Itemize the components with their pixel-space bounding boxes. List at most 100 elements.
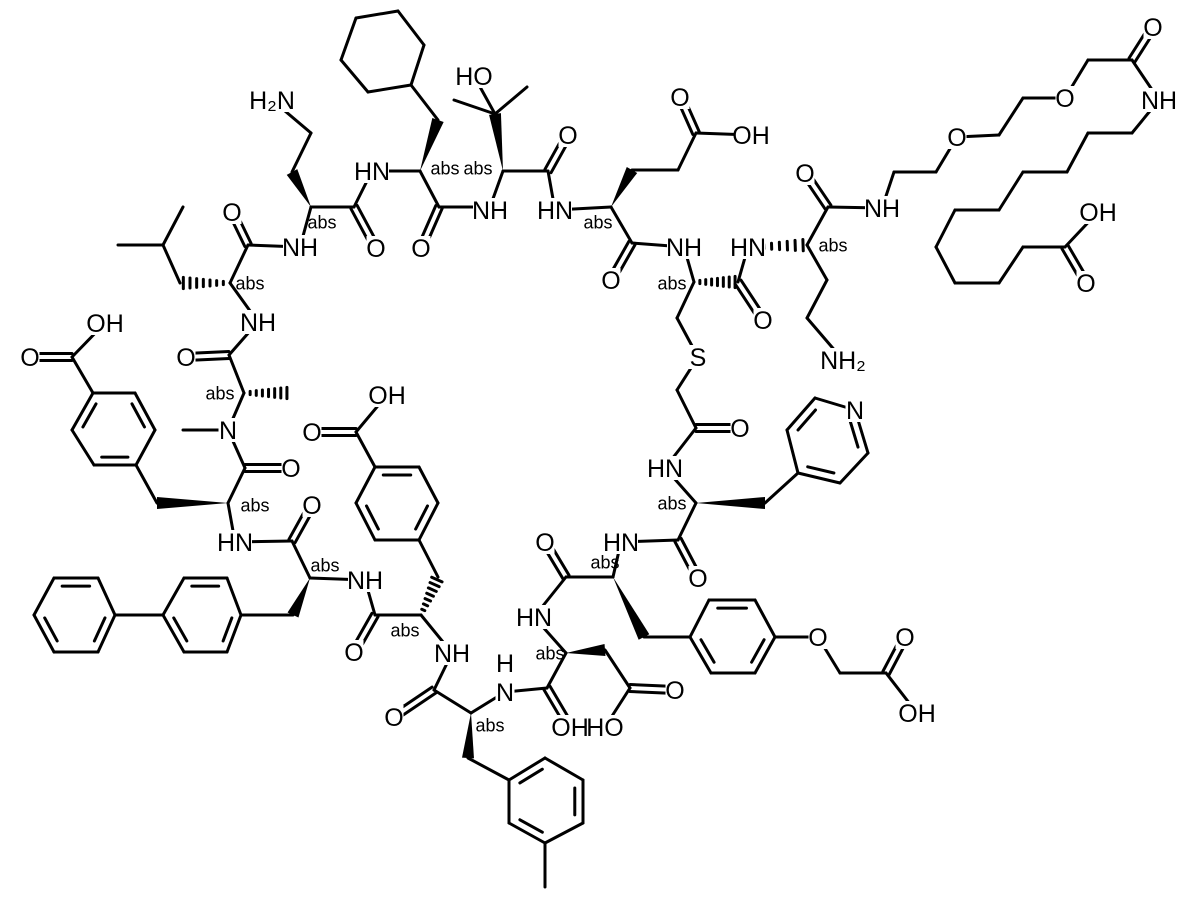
atom-label: HN — [603, 529, 639, 557]
atom-labels-layer: H₂NHNabsabsHONHOOabsONHabsNHOHOOabsNOHOO… — [20, 14, 1177, 742]
label-text: O — [384, 704, 403, 732]
label-text: OH — [1079, 199, 1117, 227]
single-bond — [411, 85, 438, 120]
atom-label: NH — [282, 234, 318, 262]
label-text: N — [219, 417, 237, 445]
label-text: HN — [217, 529, 253, 557]
label-text: NH — [434, 640, 470, 668]
label-text: NH — [282, 234, 318, 262]
label-text: O — [947, 124, 966, 152]
single-bond — [765, 473, 798, 503]
stereo-abs-label: abs — [205, 383, 234, 403]
single-bond — [999, 247, 1023, 283]
ring-bond — [419, 503, 438, 540]
single-bond — [1067, 133, 1088, 172]
ring-bond — [419, 467, 438, 503]
single-bond — [468, 758, 509, 780]
label-text: abs — [818, 235, 847, 255]
single-bond — [292, 133, 311, 172]
label-text: HN — [354, 158, 390, 186]
ring-bond — [72, 430, 94, 465]
hashed-bond — [422, 609, 425, 610]
wedge-bond — [696, 497, 765, 509]
atom-label: HO — [455, 63, 493, 91]
label-text: HN — [730, 234, 766, 262]
label-text: NH — [864, 195, 900, 223]
atom-label: O — [366, 235, 385, 263]
ring-bond — [509, 758, 545, 780]
ring-bond — [163, 615, 184, 652]
single-bond — [936, 210, 955, 247]
single-bond — [495, 87, 527, 114]
wedge-bond — [288, 578, 310, 618]
ring-bond — [840, 453, 868, 483]
wedge-bond — [613, 577, 649, 640]
atom-label: OH — [898, 700, 936, 728]
label-text: O — [222, 199, 241, 227]
atom-label: O — [302, 492, 321, 520]
atom-label: NH₂ — [819, 347, 868, 375]
atom-label: NH — [434, 640, 470, 668]
wedge-bond — [157, 497, 228, 509]
stereo-abs-label: abs — [463, 158, 492, 178]
atom-label: NH — [472, 197, 508, 225]
stereo-abs-label: abs — [430, 158, 459, 178]
label-text: O — [670, 84, 689, 112]
hashed-bond — [423, 604, 427, 606]
atom-label: HN — [217, 529, 253, 557]
ring-bond — [787, 430, 798, 473]
ring-bond — [755, 600, 775, 637]
wedge-bond — [287, 169, 311, 207]
label-text: NH — [240, 309, 276, 337]
label-text: O — [344, 639, 363, 667]
atom-label: O — [795, 160, 814, 188]
atom-label: O — [730, 415, 749, 443]
single-bond — [807, 280, 827, 318]
stereo-abs-label: abs — [583, 212, 612, 232]
label-text: O — [302, 492, 321, 520]
atom-label: O — [688, 565, 707, 593]
atom-label: O — [1055, 85, 1074, 113]
stereo-abs-label: abs — [818, 235, 847, 255]
label-text: abs — [463, 158, 492, 178]
atom-label: S — [689, 344, 708, 372]
atom-label: O — [302, 419, 321, 447]
stereo-abs-label: abs — [310, 555, 339, 575]
label-text: HN — [603, 529, 639, 557]
label-text: O — [1143, 14, 1162, 42]
ring-bond — [227, 615, 241, 652]
atom-label: N — [496, 679, 515, 707]
atom-label: O — [344, 639, 363, 667]
atom-label: O — [1143, 14, 1162, 42]
label-text: NH — [347, 567, 383, 595]
atom-label: NH — [666, 234, 702, 262]
atom-label: O — [895, 624, 914, 652]
stereo-abs-label: abs — [475, 715, 504, 735]
atom-label: O — [665, 677, 684, 705]
ring-bond — [356, 11, 398, 18]
label-text: NH — [1141, 87, 1177, 115]
atom-label: O — [558, 122, 577, 150]
atom-label: O — [384, 704, 403, 732]
aromatic-inner-bond — [223, 618, 232, 641]
atom-label: OH — [86, 310, 124, 338]
stereo-abs-label: abs — [240, 495, 269, 515]
label-text: O — [535, 529, 554, 557]
single-bond — [72, 357, 93, 393]
atom-label: O — [281, 455, 300, 483]
label-text: abs — [310, 555, 339, 575]
label-text: HN — [647, 455, 683, 483]
atom-label: O — [411, 235, 430, 263]
label-text: O — [808, 624, 827, 652]
label-text: O — [601, 267, 620, 295]
atom-label: O — [947, 124, 966, 152]
label-text: O — [895, 624, 914, 652]
ring-bond — [368, 85, 411, 92]
label-text: OH — [86, 310, 124, 338]
atom-label: HN — [730, 234, 766, 262]
label-text: abs — [475, 715, 504, 735]
single-bond — [999, 172, 1023, 210]
single-bond — [605, 650, 630, 688]
label-text: abs — [583, 212, 612, 232]
single-bond — [677, 390, 696, 428]
